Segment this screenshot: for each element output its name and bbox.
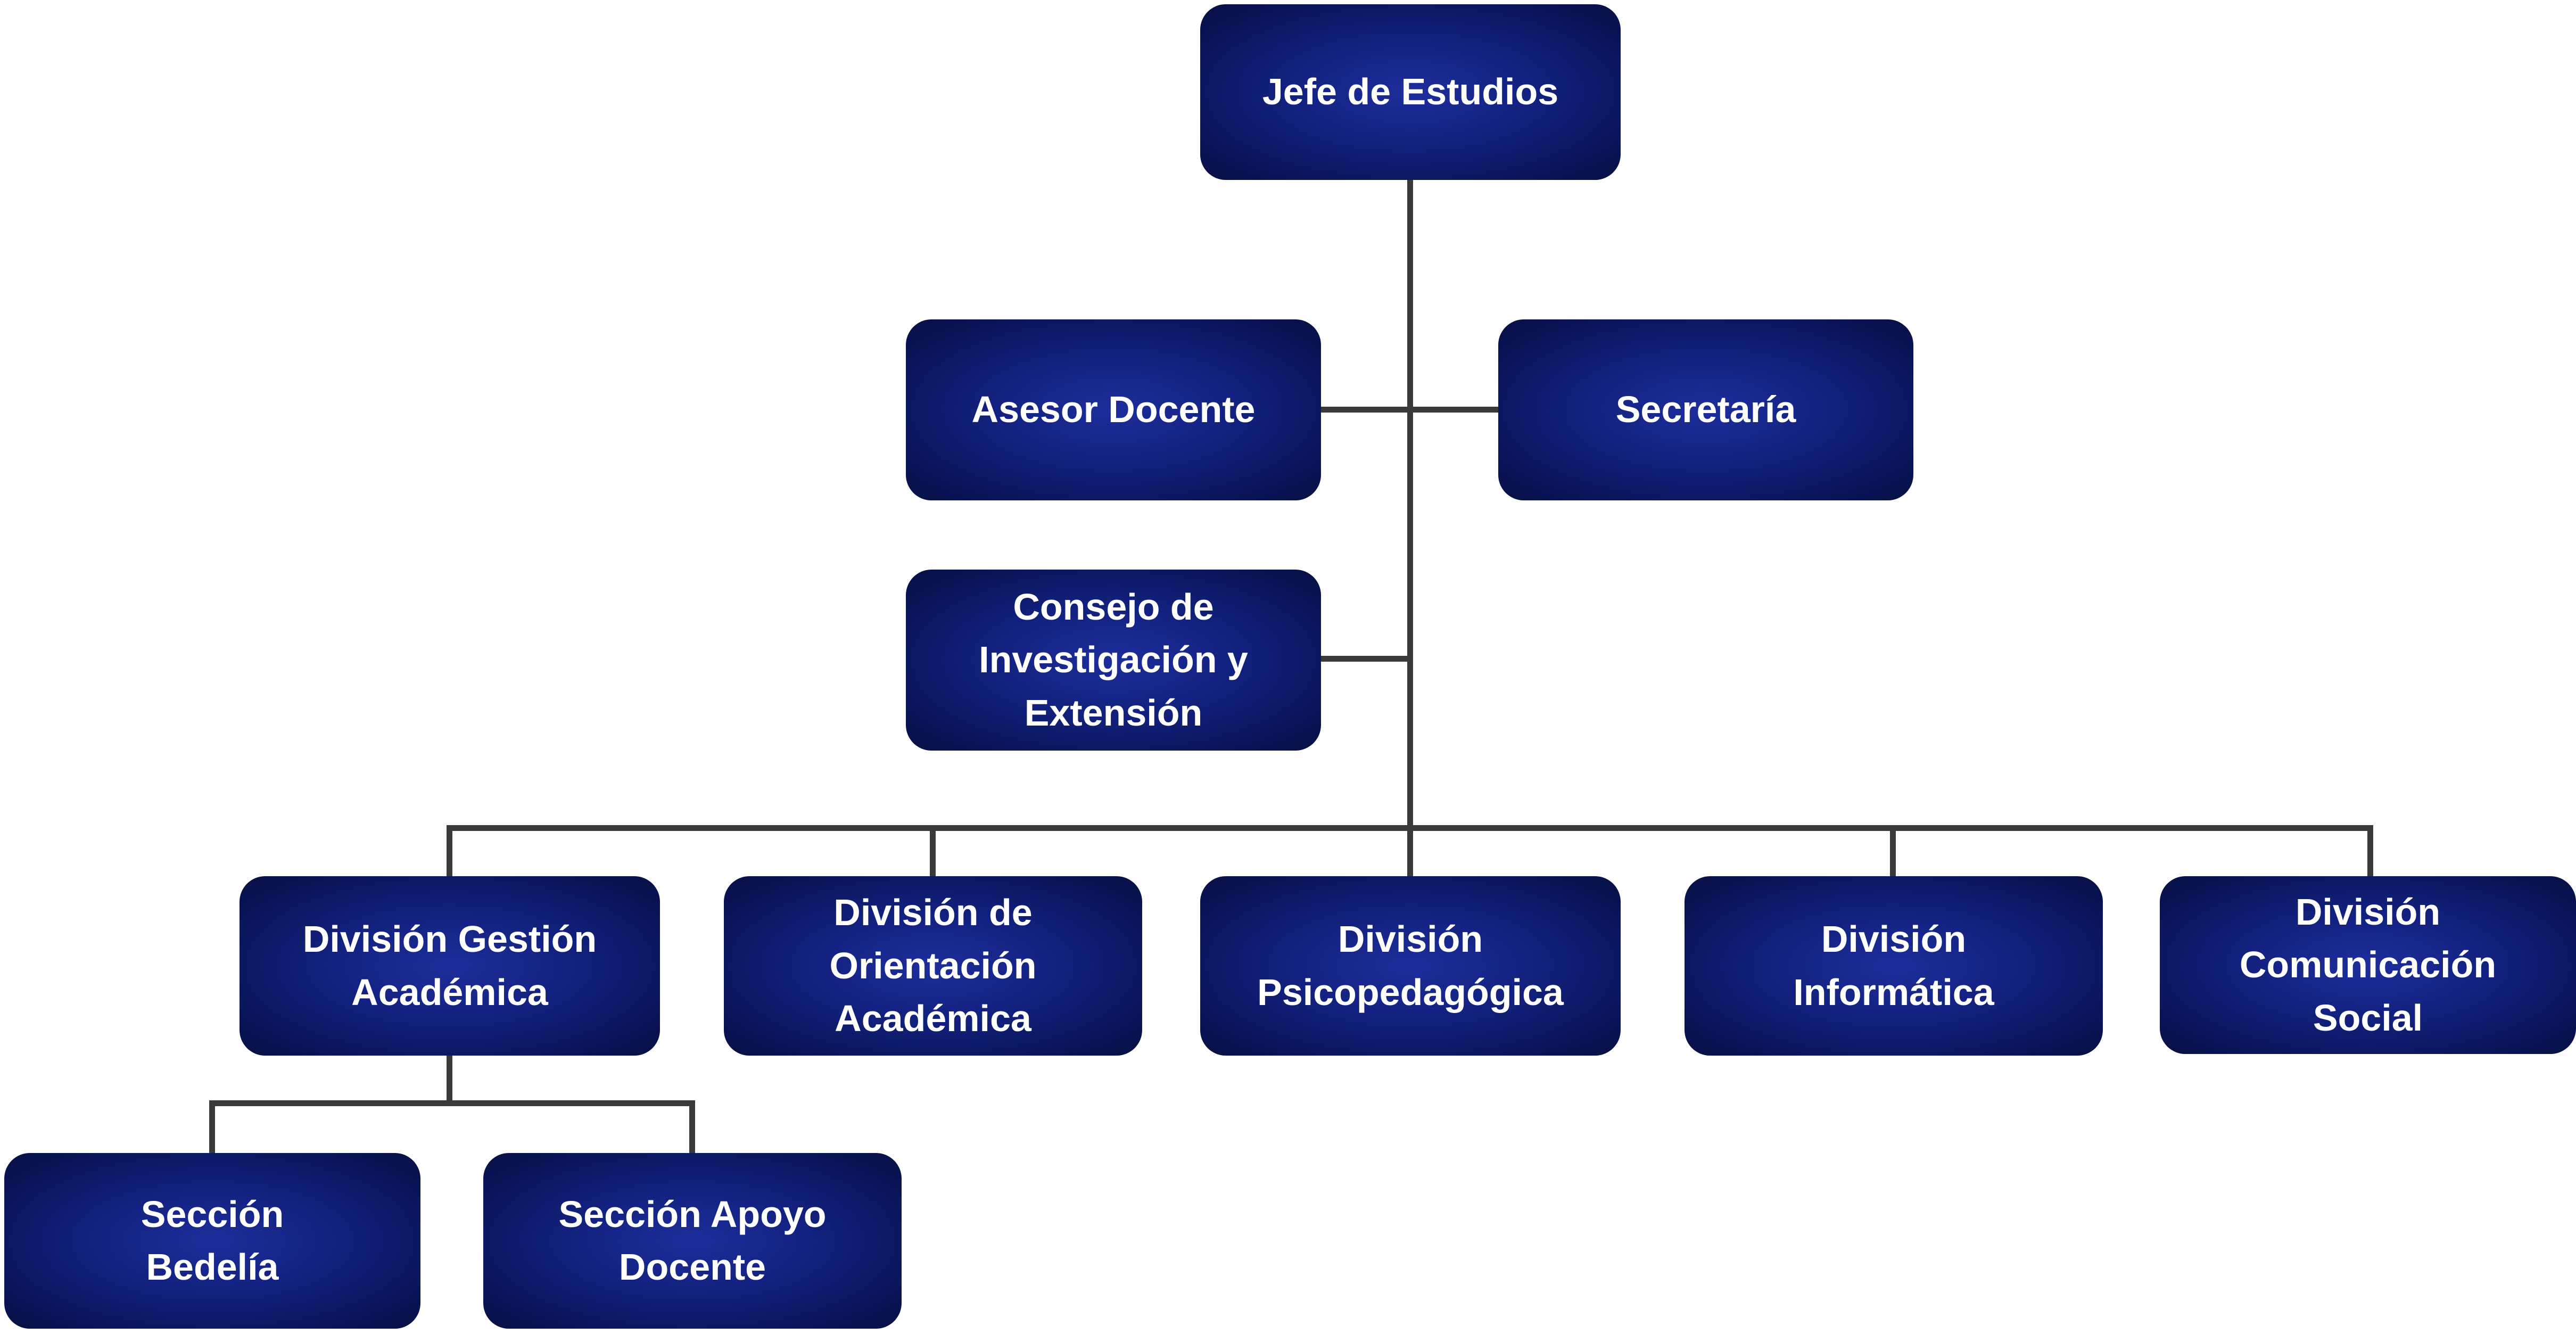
org-node-asesor-docente: Asesor Docente (906, 319, 1321, 500)
org-node-seccion-apoyo-docente: Sección Apoyo Docente (483, 1153, 902, 1329)
org-node-seccion-bedelia: Sección Bedelía (4, 1153, 420, 1329)
connector-stub-bedelia (209, 1100, 215, 1153)
org-node-division-informatica: División Informática (1685, 876, 2103, 1056)
connector-sections-horizontal (209, 1100, 695, 1106)
org-node-division-psicopedagogica: División Psicopedagógica (1200, 876, 1621, 1056)
org-node-division-comunicacion-social: División Comunicación Social (2160, 876, 2576, 1054)
org-node-consejo-investigacion-extension: Consejo de Investigación y Extensión (906, 570, 1321, 751)
connector-main-spine (1407, 180, 1413, 876)
connector-stub-comunicacion (2367, 825, 2373, 876)
connector-stub-gestion (447, 825, 452, 876)
org-node-division-gestion-academica: División Gestión Académica (240, 876, 660, 1056)
connector-divisions-horizontal (447, 825, 2373, 831)
connector-consejo (1321, 656, 1410, 662)
connector-stub-informatica (1890, 825, 1896, 876)
org-node-division-orientacion-academica: División de Orientación Académica (724, 876, 1142, 1056)
org-node-jefe-de-estudios: Jefe de Estudios (1200, 4, 1621, 180)
connector-stub-apoyo (689, 1100, 695, 1153)
connector-stub-orientacion (930, 825, 936, 876)
org-node-secretaria: Secretaría (1498, 319, 1913, 500)
connector-asesor-secretaria (1321, 407, 1498, 413)
connector-gestion-sub-spine (447, 1056, 452, 1106)
